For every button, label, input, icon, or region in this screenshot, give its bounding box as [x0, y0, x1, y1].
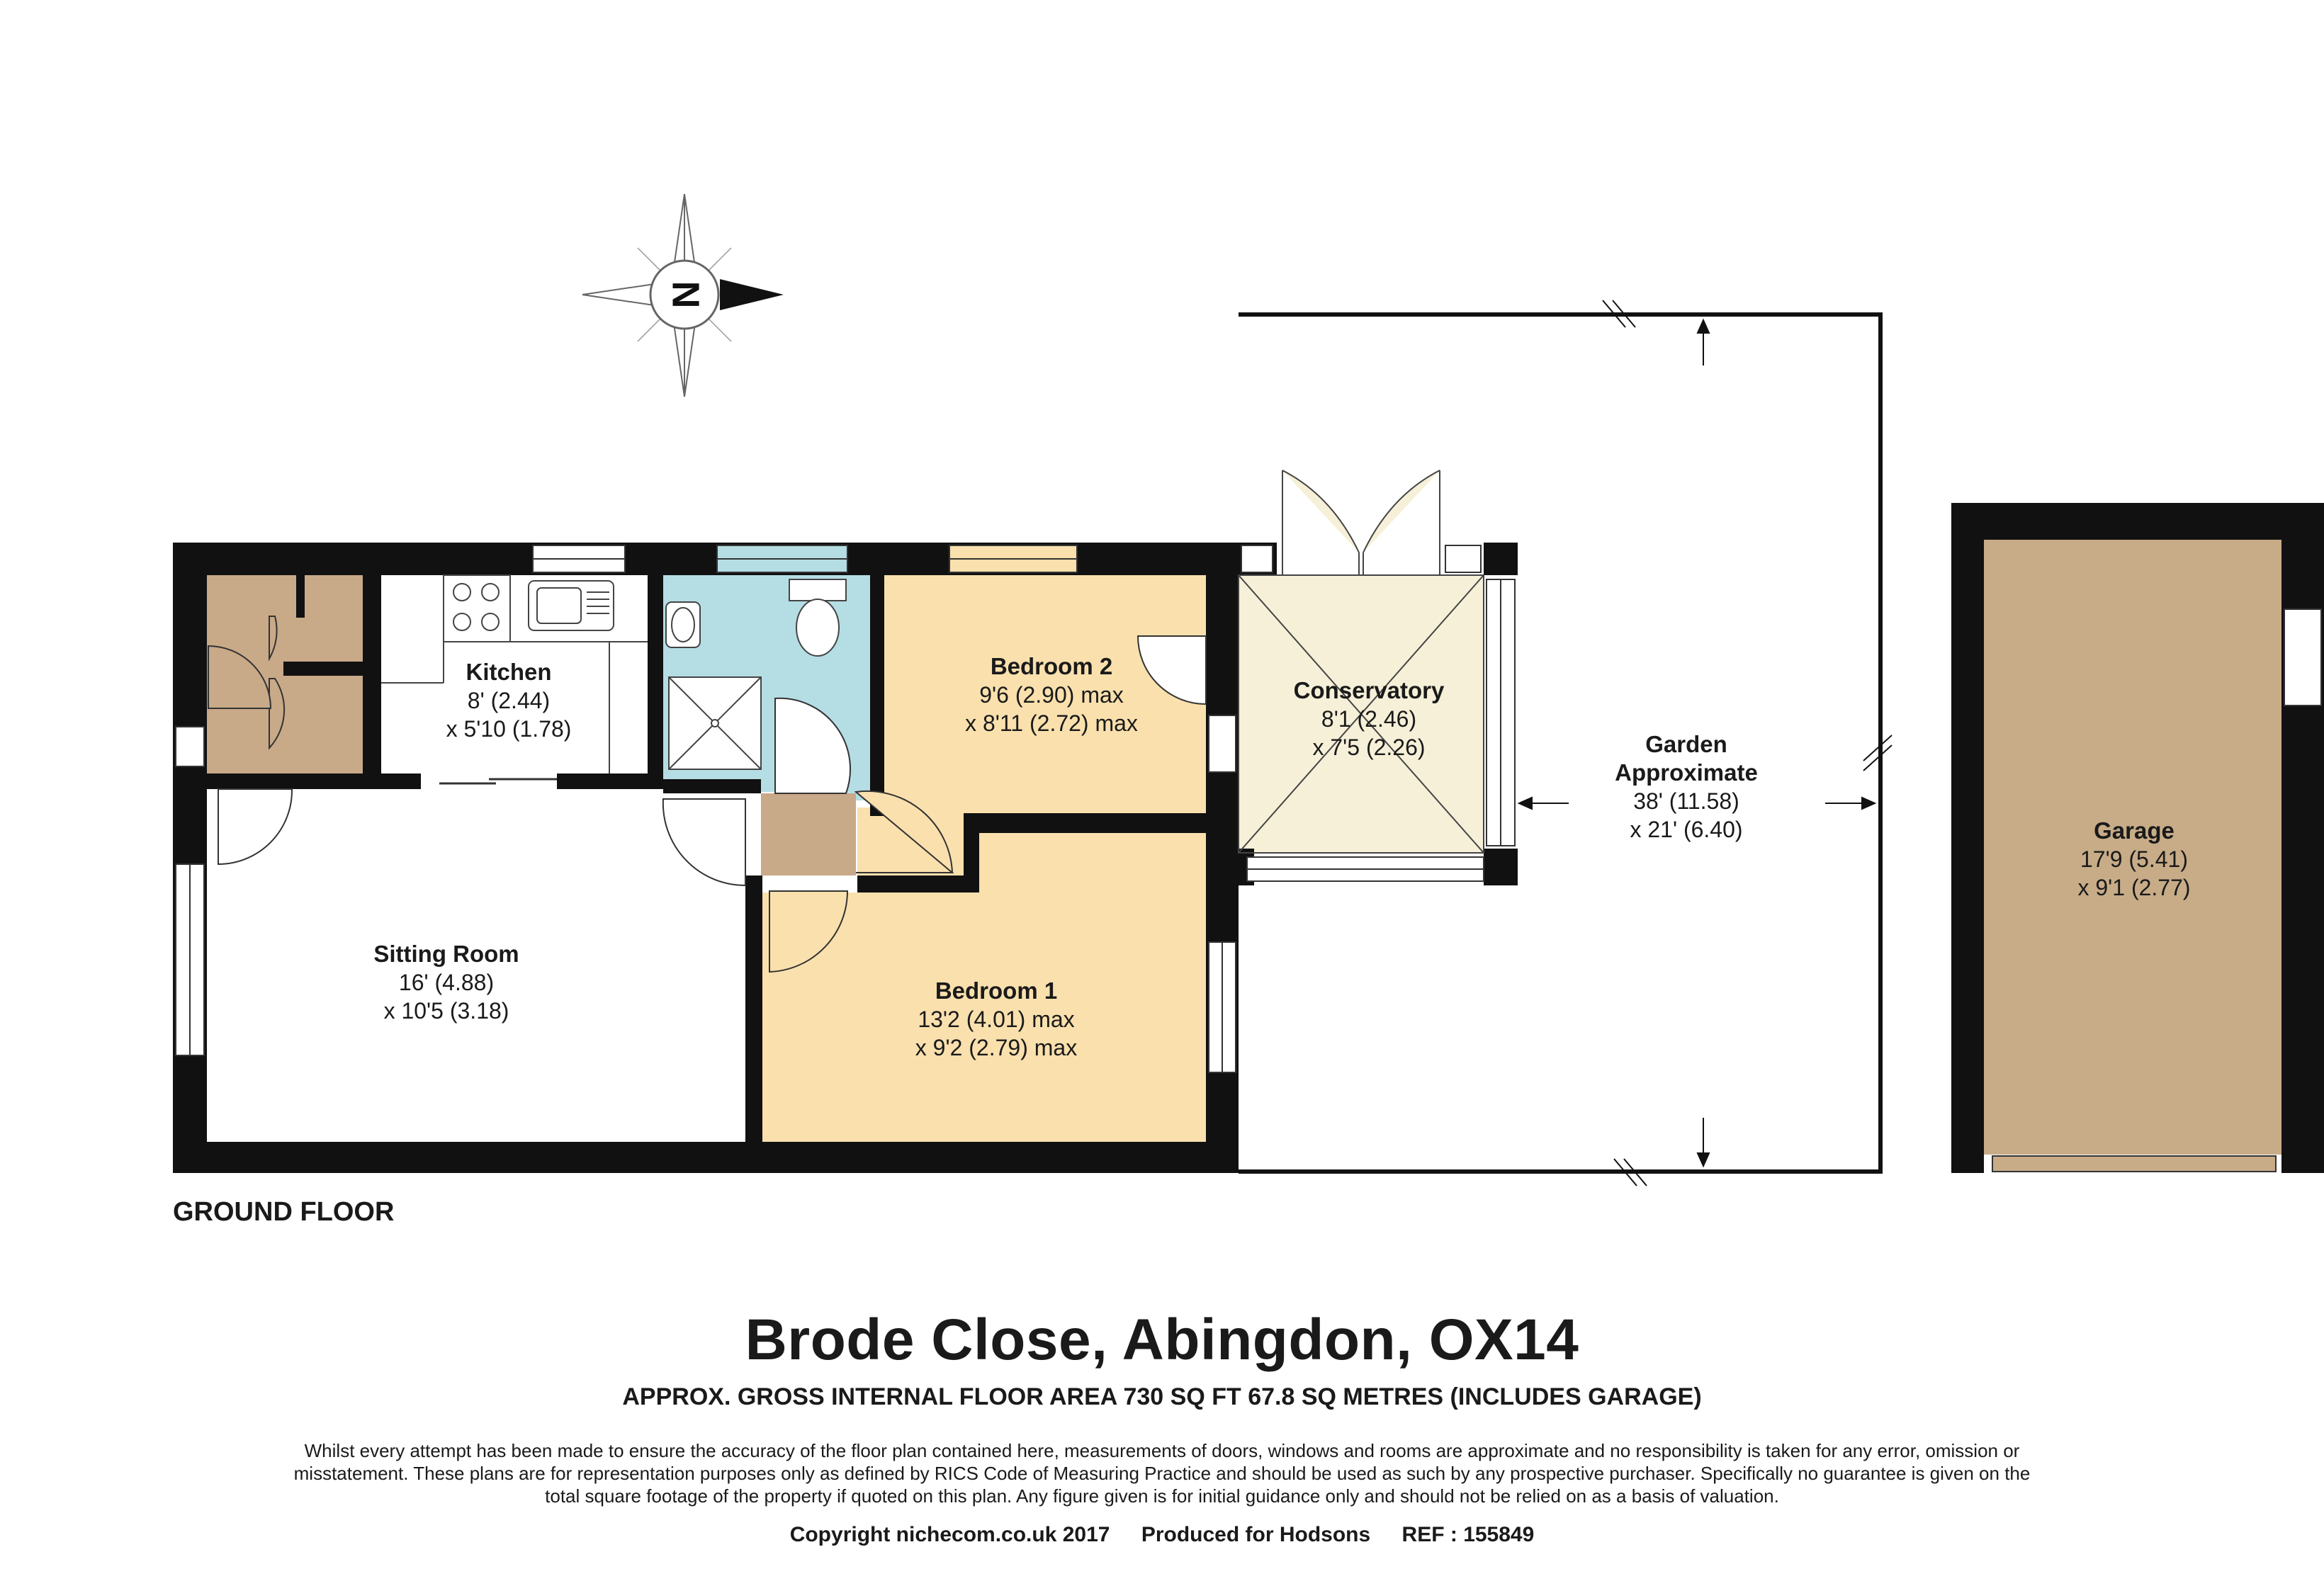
garden-dimension-arrows [1517, 300, 1893, 1186]
compass-icon: N [582, 193, 784, 397]
hob-icon [443, 574, 511, 642]
kitchen-fixtures [381, 574, 648, 774]
copyright-text: Copyright nichecom.co.uk 2017 [789, 1523, 1110, 1546]
sitting-room-door [218, 788, 293, 866]
hallway-fill [761, 793, 856, 876]
conservatory-details [1238, 470, 1484, 854]
windows [175, 545, 2322, 1172]
cupboard-door-lower [269, 678, 286, 750]
bedroom1-door [769, 890, 849, 973]
compass-north-letter: N [665, 281, 707, 309]
bathroom-fixtures [665, 579, 847, 770]
doors [208, 616, 954, 973]
disclaimer-text: Whilst every attempt has been made to en… [293, 1440, 2031, 1507]
produced-for-text: Produced for Hodsons [1141, 1523, 1371, 1546]
property-title: Brode Close, Abingdon, OX14 [745, 1308, 1579, 1372]
garage-fill [1984, 538, 2281, 1155]
bedroom2-door [854, 790, 954, 873]
reference-text: REF : 155849 [1401, 1523, 1535, 1546]
hall-door [662, 798, 746, 887]
floor-area-subtitle: APPROX. GROSS INTERNAL FLOOR AREA 730 SQ… [622, 1383, 1702, 1410]
cupboard-door-upper [269, 616, 278, 662]
conservatory-door [1136, 635, 1207, 706]
bedroom2-fill [884, 575, 1206, 813]
toilet-icon [789, 579, 847, 601]
kitchen-sliding-door [439, 778, 557, 785]
footer: Copyright nichecom.co.uk 2017 Produced f… [0, 1523, 2324, 1547]
floor-plan: N [173, 193, 2324, 1186]
floor-label: GROUND FLOOR [173, 1197, 395, 1227]
bathroom-door [774, 697, 852, 794]
bedroom1-fill [762, 833, 1206, 1142]
garden-boundary [1239, 312, 1883, 1174]
front-door [208, 645, 272, 709]
